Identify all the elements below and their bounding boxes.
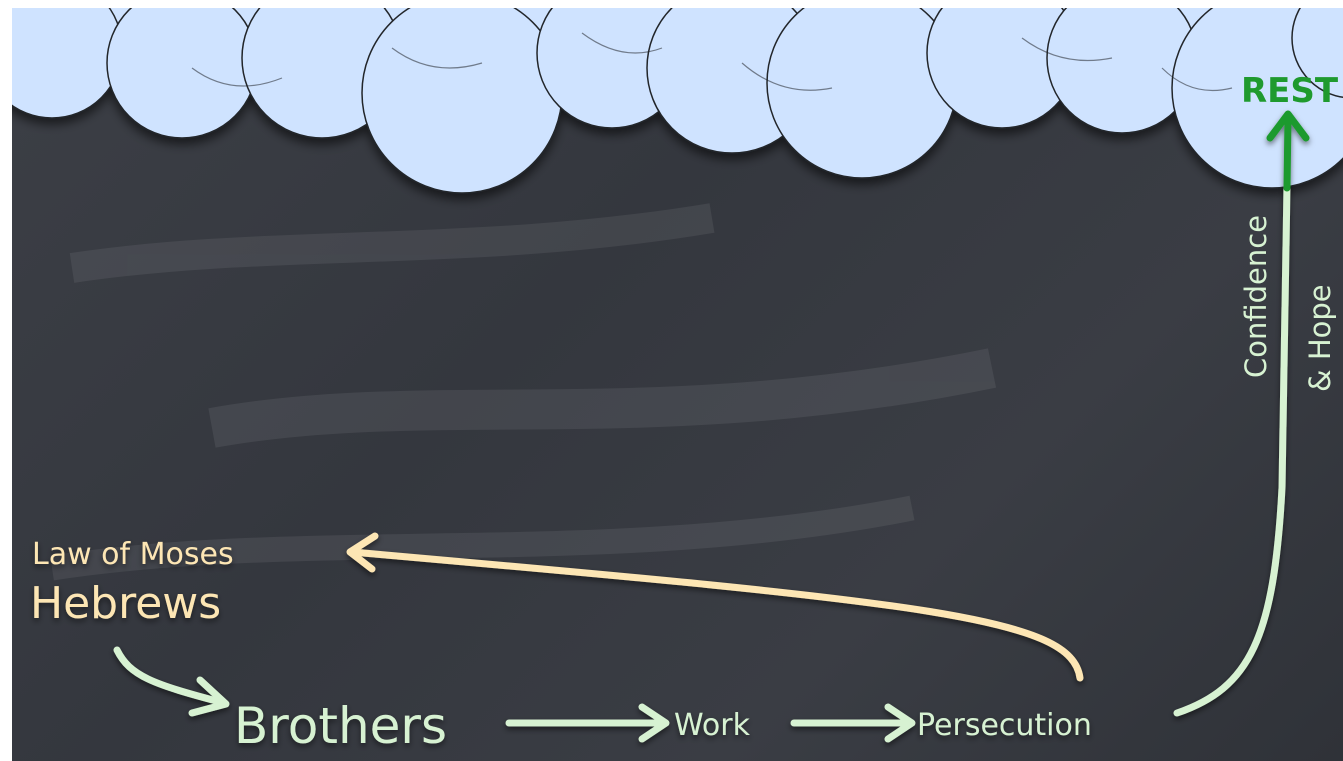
persecution-label: Persecution: [917, 708, 1092, 743]
arrow-persecution-to-rest-upper: [1283, 114, 1292, 192]
arrowhead-law: [346, 532, 379, 573]
law-of-moses-label: Law of Moses: [32, 537, 234, 572]
chalk-texture: [50, 203, 997, 581]
chalkboard-slide: REST Confidence & Hope Law of Moses Hebr…: [12, 8, 1343, 761]
arrowhead-work: [638, 703, 670, 743]
arrowhead-rest: [1266, 110, 1310, 142]
hebrews-label: Hebrews: [30, 578, 221, 629]
diagram-canvas: REST Confidence & Hope Law of Moses Hebr…: [12, 8, 1343, 755]
work-label: Work: [674, 708, 751, 743]
cloud-highlights: [191, 32, 1233, 92]
arrow-hebrews-to-brothers: [113, 646, 228, 707]
arrows: [113, 110, 1310, 743]
cloud-bank: [12, 8, 1343, 194]
hope-label: & Hope: [1303, 284, 1337, 392]
arrowhead-persecution: [884, 703, 916, 743]
confidence-label: Confidence: [1239, 215, 1273, 378]
arrow-persecution-to-rest-lower: [1173, 182, 1291, 717]
rest-label: REST: [1241, 71, 1339, 111]
arrowhead-brothers: [188, 676, 230, 717]
arrow-persecution-to-law: [348, 548, 1084, 682]
brothers-label: Brothers: [234, 697, 447, 755]
